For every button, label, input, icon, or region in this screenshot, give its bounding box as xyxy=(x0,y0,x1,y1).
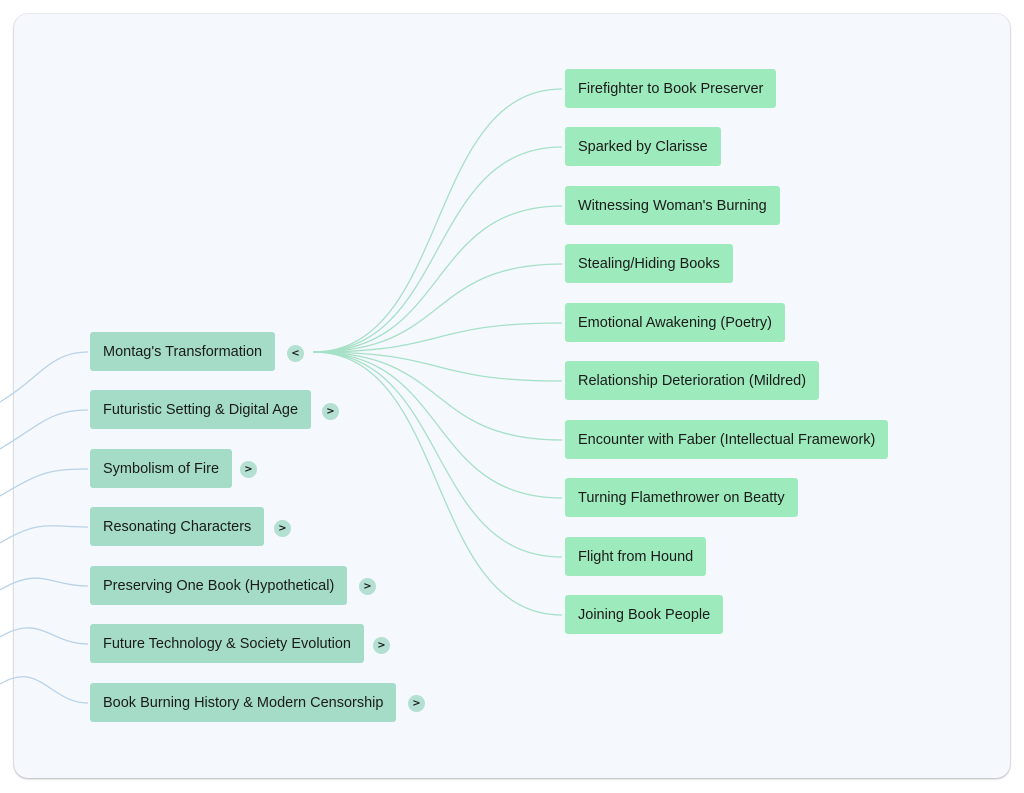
node-witnessing-womans-burning[interactable]: Witnessing Woman's Burning xyxy=(565,186,780,225)
expand-toggle-icon[interactable]: > xyxy=(274,520,291,537)
expand-toggle-icon[interactable]: > xyxy=(359,578,376,595)
node-sparked-by-clarisse[interactable]: Sparked by Clarisse xyxy=(565,127,721,166)
node-montags-transformation[interactable]: Montag's Transformation xyxy=(90,332,276,371)
node-stealing-hiding-books[interactable]: Stealing/Hiding Books xyxy=(565,244,733,283)
expand-toggle-icon[interactable]: > xyxy=(322,403,339,420)
node-book-burning-history[interactable]: Book Burning History & Modern Censorship xyxy=(90,683,397,722)
expand-toggle-icon[interactable]: > xyxy=(408,695,425,712)
node-encounter-with-faber[interactable]: Encounter with Faber (Intellectual Frame… xyxy=(565,420,889,459)
node-futuristic-setting[interactable]: Futuristic Setting & Digital Age xyxy=(90,390,312,429)
node-turning-flamethrower[interactable]: Turning Flamethrower on Beatty xyxy=(565,478,798,517)
node-resonating-characters[interactable]: Resonating Characters xyxy=(90,507,265,546)
node-preserving-one-book[interactable]: Preserving One Book (Hypothetical) xyxy=(90,566,348,605)
node-relationship-deterioration[interactable]: Relationship Deterioration (Mildred) xyxy=(565,361,820,400)
expand-toggle-icon[interactable]: > xyxy=(373,637,390,654)
expand-toggle-icon[interactable]: > xyxy=(240,461,257,478)
node-joining-book-people[interactable]: Joining Book People xyxy=(565,595,724,634)
node-flight-from-hound[interactable]: Flight from Hound xyxy=(565,537,707,576)
node-future-technology[interactable]: Future Technology & Society Evolution xyxy=(90,624,364,663)
collapse-toggle-icon[interactable]: < xyxy=(287,345,304,362)
node-emotional-awakening[interactable]: Emotional Awakening (Poetry) xyxy=(565,303,785,342)
node-firefighter-to-book-preserver[interactable]: Firefighter to Book Preserver xyxy=(565,69,777,108)
node-symbolism-of-fire[interactable]: Symbolism of Fire xyxy=(90,449,233,488)
